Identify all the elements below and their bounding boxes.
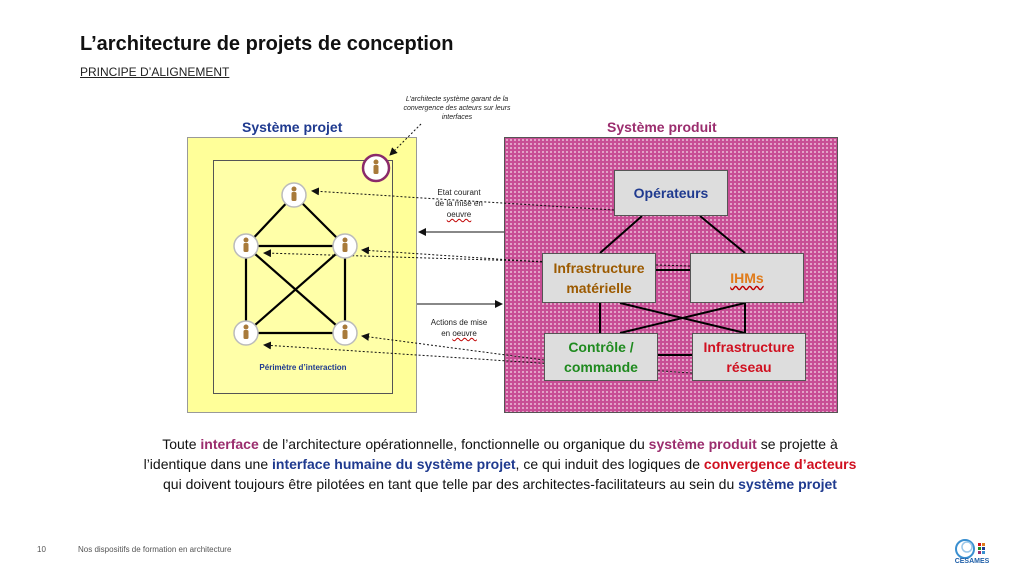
page-title: L’architecture de projets de conception: [80, 33, 454, 55]
page-subtitle: PRINCIPE D’ALIGNEMENT: [80, 65, 230, 79]
controle-line2: commande: [564, 359, 638, 375]
ihms-box: IHMs: [690, 253, 804, 303]
person-node-icon: [281, 182, 307, 208]
infra-materielle-line1: Infrastructure: [553, 260, 645, 276]
page-number: 10: [37, 545, 46, 554]
systeme-produit-label: Système produit: [607, 119, 717, 135]
person-node-icon: [233, 320, 259, 346]
person-node-icon: [233, 233, 259, 259]
architect-person-icon: [361, 153, 391, 183]
infrastructure-materielle-box: Infrastructure matérielle: [542, 253, 656, 303]
actions-label: Actions de mise en oeuvre: [430, 318, 488, 338]
infrastructure-reseau-box: Infrastructure réseau: [692, 333, 806, 381]
controle-line1: Contrôle /: [568, 339, 634, 355]
footer-text: Nos dispositifs de formation en architec…: [78, 545, 232, 554]
operateurs-box: Opérateurs: [614, 170, 728, 216]
perimetre-label: Périmètre d’interaction: [259, 363, 347, 372]
cesames-logo-icon: [955, 539, 985, 559]
person-node-icon: [332, 320, 358, 346]
infra-reseau-line2: réseau: [726, 359, 772, 375]
person-node-icon: [332, 233, 358, 259]
systeme-projet-label: Système projet: [242, 119, 343, 135]
etat-courant-label: Etat courant de la mise en oeuvre: [435, 188, 483, 219]
infra-materielle-line2: matérielle: [566, 280, 632, 296]
controle-commande-box: Contrôle / commande: [544, 333, 658, 381]
ihms-label: IHMs: [730, 270, 764, 286]
architect-annotation: L’architecte système garant de la conver…: [403, 96, 511, 121]
infra-reseau-line1: Infrastructure: [703, 339, 795, 355]
cesames-logo-text: CESAMES: [954, 558, 990, 565]
summary-paragraph: Toute interface de l’architecture opérat…: [143, 436, 857, 492]
operateurs-label: Opérateurs: [633, 185, 709, 201]
